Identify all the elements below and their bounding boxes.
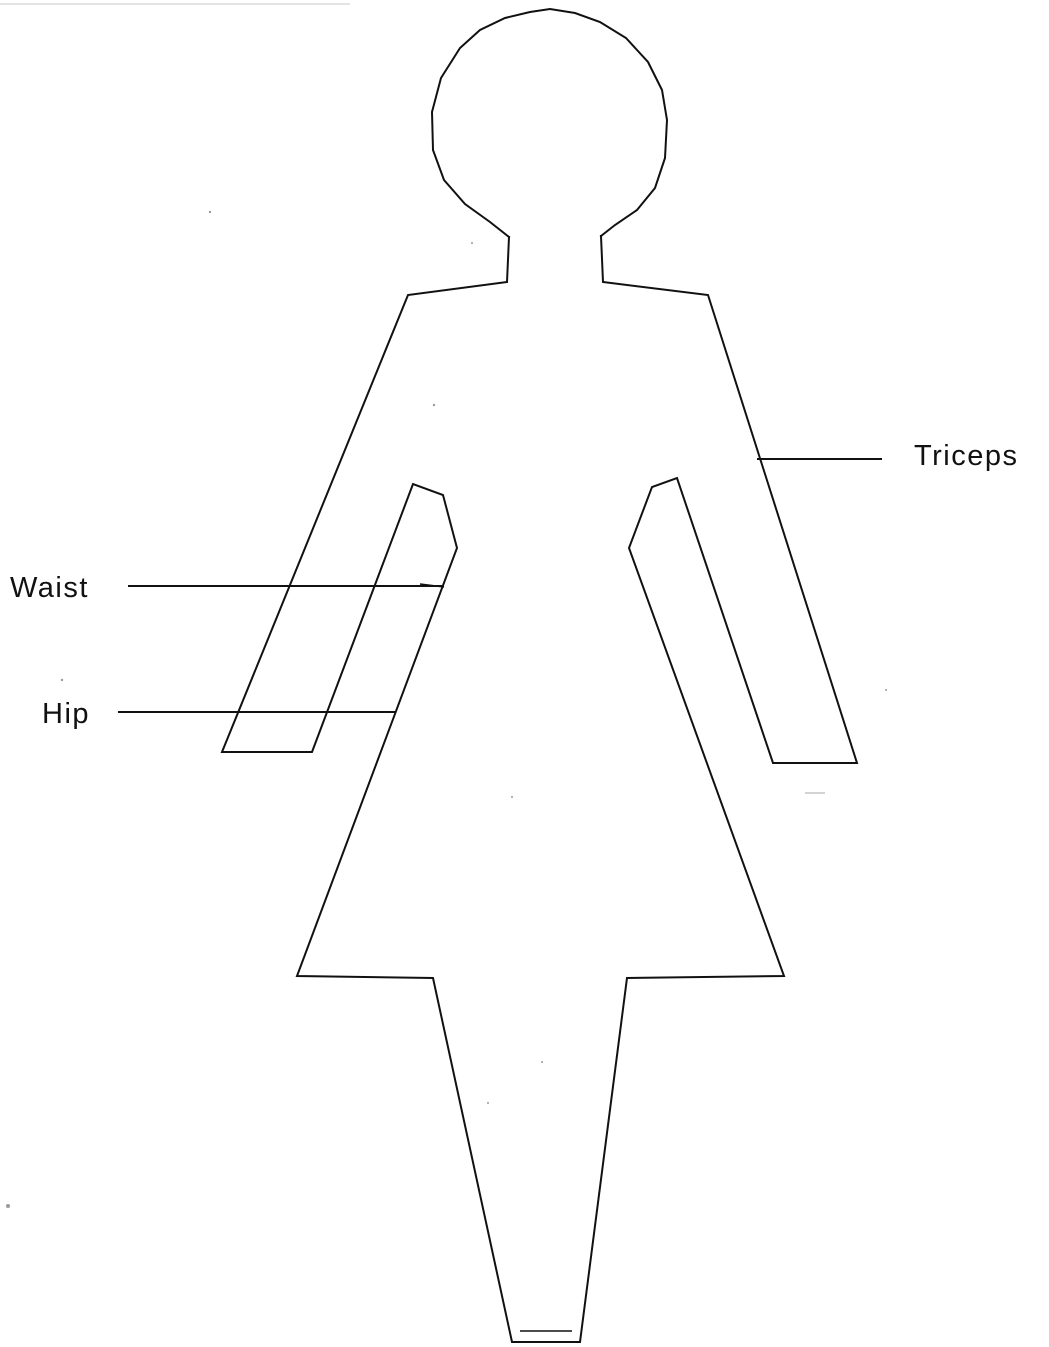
figure-body (222, 236, 857, 1342)
speck (61, 679, 63, 681)
speck (541, 1061, 543, 1063)
speck (511, 796, 513, 798)
triceps-label: Triceps (914, 440, 1019, 472)
speck (885, 689, 887, 691)
speck (6, 1204, 10, 1208)
speck (471, 242, 473, 244)
waist-label: Waist (10, 572, 89, 604)
speck (433, 404, 435, 406)
figure-head (432, 9, 667, 237)
hip-label: Hip (42, 698, 90, 730)
speck (209, 211, 211, 213)
speck (487, 1102, 489, 1104)
